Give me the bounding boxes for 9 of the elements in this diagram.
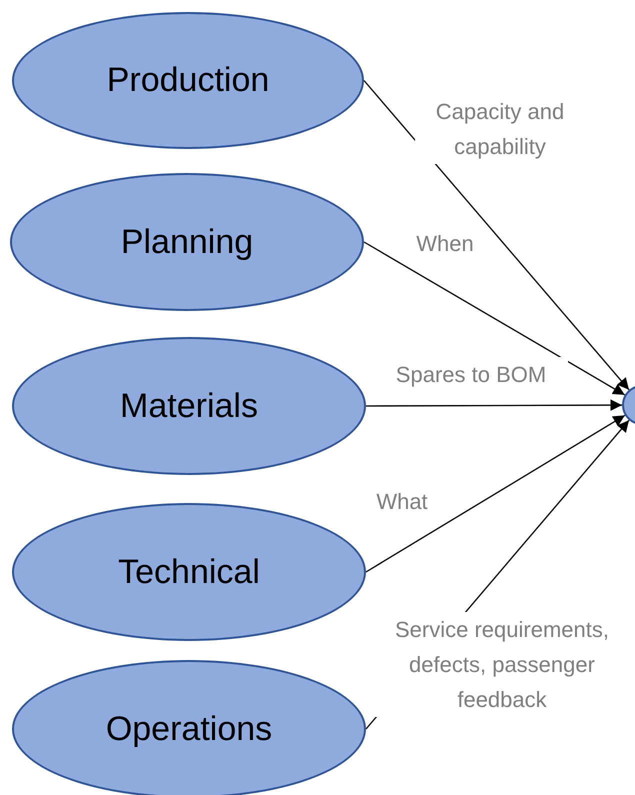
node-label: Materials [120, 386, 258, 427]
node-label: Operations [106, 708, 272, 750]
node-label: Production [106, 60, 270, 102]
arrow [366, 399, 622, 411]
node-label: Technical [118, 552, 260, 593]
arrow [364, 80, 630, 390]
arrow [364, 241, 626, 396]
node-label: Planning [120, 222, 254, 263]
arrow [366, 414, 626, 573]
